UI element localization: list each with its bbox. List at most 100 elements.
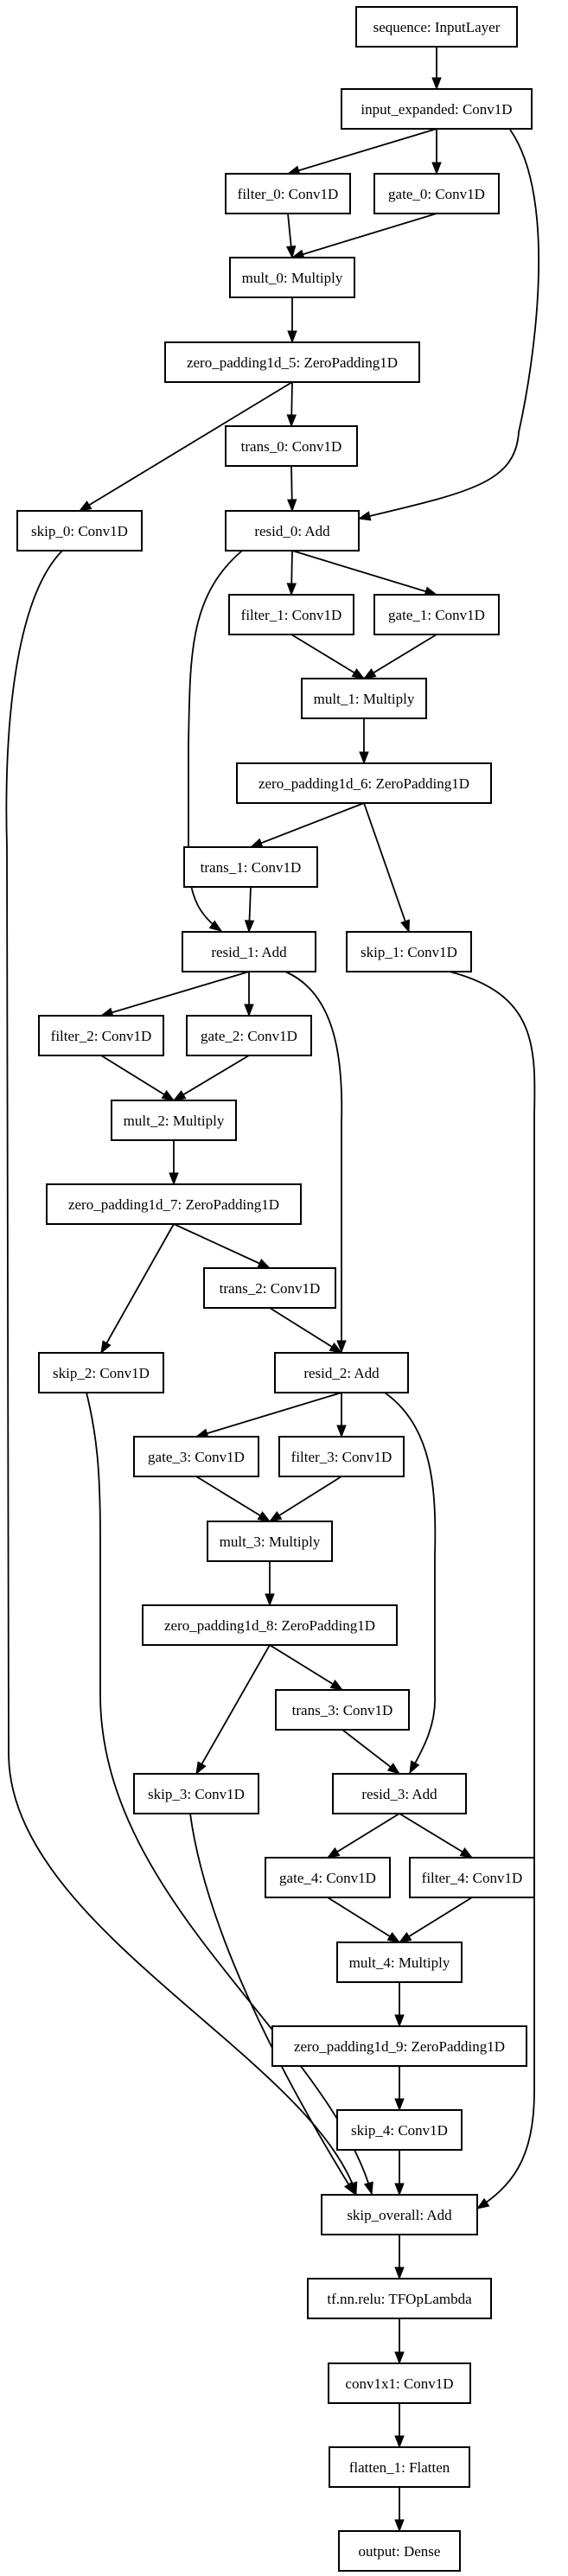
edge-resid-3-to-gate-4: [326, 1813, 400, 1859]
node-box: [225, 425, 358, 467]
node-gate-1: gate_1: Conv1D: [373, 594, 500, 635]
edge-skip-3-to-skip-overall: [189, 1813, 355, 2196]
arrowhead-icon: [100, 1340, 112, 1355]
node-label: gate_3: Conv1D: [148, 1449, 245, 1465]
edge-line: [250, 802, 365, 848]
node-box: [142, 1604, 398, 1646]
edge-relu-to-conv1x1: [394, 2318, 405, 2365]
edge-line: [291, 550, 437, 596]
edge-gate-4-to-mult-4: [327, 1897, 401, 1943]
node-label: flatten_1: Flatten: [349, 2459, 450, 2476]
arrowhead-icon: [459, 1847, 474, 1859]
node-label: zero_padding1d_5: ZeroPadding1D: [187, 354, 398, 371]
node-label: skip_overall: Add: [347, 2207, 452, 2223]
edge-line: [100, 971, 250, 1017]
edge-gate-2-to-mult-2: [172, 1055, 250, 1101]
node-label: skip_1: Conv1D: [361, 944, 457, 960]
node-label: filter_3: Conv1D: [291, 1449, 392, 1465]
node-label: skip_3: Conv1D: [148, 1786, 245, 1802]
node-output: output: Dense: [338, 2530, 461, 2572]
edge-line: [189, 1813, 355, 2195]
node-skip-0: skip_0: Conv1D: [16, 510, 143, 552]
arrowhead-icon: [169, 1172, 179, 1186]
node-label: mult_2: Multiply: [124, 1113, 225, 1129]
edge-zp8-to-trans-3: [269, 1644, 344, 1691]
node-gate-4: gate_4: Conv1D: [265, 1857, 391, 1898]
edge-zp8-to-skip-3: [195, 1644, 271, 1776]
arrowhead-icon: [195, 1761, 207, 1776]
edge-line: [269, 1307, 342, 1354]
edge-skip-overall-to-relu: [394, 2235, 405, 2280]
edge-line: [173, 1223, 271, 1269]
edge-skip-1-to-skip-overall: [449, 971, 536, 2209]
edge-conv1x1-to-flatten-1: [394, 2403, 405, 2449]
arrowhead-icon: [336, 1340, 347, 1354]
edge-zp5-to-trans-0: [286, 381, 297, 428]
node-box: [271, 2025, 527, 2067]
arrowhead-icon: [329, 1342, 343, 1354]
edge-line: [100, 1055, 175, 1101]
arrowhead-icon: [431, 77, 442, 91]
arrowhead-icon: [285, 245, 297, 259]
node-box: [328, 2362, 471, 2404]
node-filter-0: filter_0: Conv1D: [225, 173, 351, 214]
node-skip-2: skip_2: Conv1D: [38, 1352, 164, 1393]
edge-line: [269, 1644, 343, 1691]
node-input-expanded: input_expanded: Conv1D: [341, 88, 533, 130]
node-box: [46, 1183, 302, 1225]
arrowhead-icon: [286, 414, 297, 428]
arrowhead-icon: [359, 751, 369, 765]
arrowhead-icon: [244, 920, 255, 934]
node-box: [265, 1857, 391, 1898]
edge-line: [384, 1392, 437, 1774]
arrowhead-icon: [286, 583, 297, 596]
edge-resid-2-to-resid-3: [384, 1392, 437, 1775]
edge-resid-0-to-resid-1: [188, 550, 243, 932]
node-trans-1: trans_1: Conv1D: [183, 846, 318, 888]
node-label: zero_padding1d_7: ZeroPadding1D: [68, 1196, 279, 1213]
node-zp6: zero_padding1d_6: ZeroPadding1D: [236, 762, 492, 804]
arrowhead-icon: [161, 1090, 176, 1101]
node-label: mult_4: Multiply: [349, 1954, 450, 1971]
edge-mult-3-to-zp8: [265, 1561, 275, 1607]
edge-trans-0-to-resid-0: [287, 465, 297, 513]
node-mult-4: mult_4: Multiply: [336, 1942, 463, 1983]
node-label: filter_4: Conv1D: [422, 1870, 523, 1886]
node-trans-3: trans_3: Conv1D: [275, 1689, 410, 1731]
edge-line: [358, 129, 540, 520]
node-mult-3: mult_3: Multiply: [207, 1521, 333, 1562]
edge-line: [291, 213, 437, 258]
node-label: zero_padding1d_9: ZeroPadding1D: [294, 2038, 505, 2055]
node-label: skip_4: Conv1D: [351, 2122, 448, 2139]
edge-line: [173, 1055, 250, 1101]
arrowhead-icon: [394, 2435, 405, 2449]
edge-zp6-to-trans-1: [249, 802, 365, 848]
edge-flatten-1-to-output: [394, 2487, 405, 2533]
node-box: [329, 2446, 470, 2488]
edge-line: [269, 1476, 342, 1522]
node-box: [203, 1267, 336, 1309]
node-zp7: zero_padding1d_7: ZeroPadding1D: [46, 1183, 302, 1225]
edge-line: [195, 1476, 271, 1522]
node-box: [336, 1942, 463, 1983]
node-sequence: sequence: InputLayer: [355, 6, 518, 48]
node-skip-4: skip_4: Conv1D: [336, 2109, 463, 2151]
node-label: trans_1: Conv1D: [201, 859, 302, 876]
edge-line: [399, 1813, 473, 1859]
node-skip-1: skip_1: Conv1D: [346, 931, 472, 972]
node-box: [307, 2278, 492, 2319]
node-gate-0: gate_0: Conv1D: [373, 173, 500, 214]
edge-line: [195, 1644, 271, 1775]
node-box: [207, 1521, 333, 1562]
edge-line: [341, 1729, 400, 1775]
arrowhead-icon: [394, 2267, 405, 2280]
node-label: skip_0: Conv1D: [31, 523, 128, 539]
node-label: output: Dense: [359, 2543, 441, 2560]
node-trans-0: trans_0: Conv1D: [225, 425, 358, 467]
node-trans-2: trans_2: Conv1D: [203, 1267, 336, 1309]
node-label: gate_2: Conv1D: [201, 1028, 297, 1044]
arrowhead-icon: [326, 1847, 341, 1859]
node-box: [355, 6, 518, 48]
arrowhead-icon: [268, 1510, 283, 1522]
edge-resid-0-to-filter-1: [286, 550, 297, 596]
